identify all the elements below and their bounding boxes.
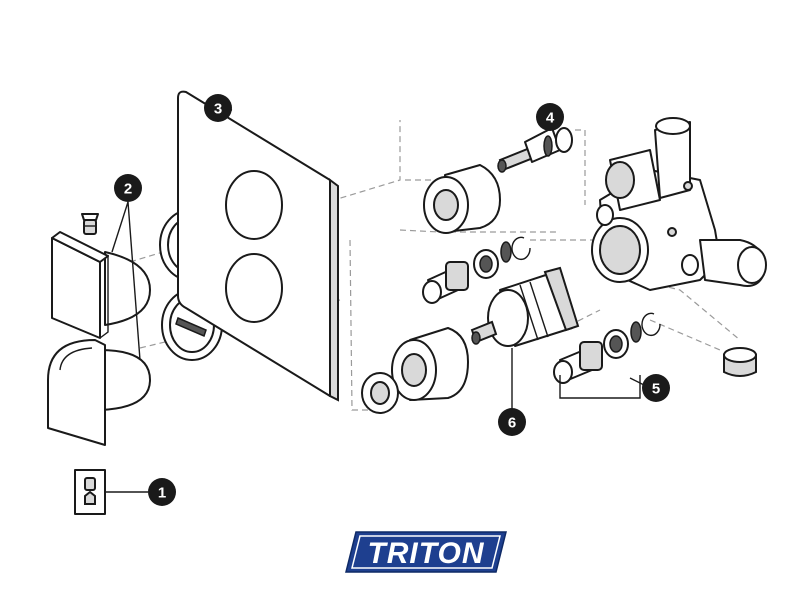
lower-handle: [47, 339, 151, 446]
upper-circlip: [511, 236, 531, 261]
screw-pack: [74, 469, 106, 515]
callout-3-label: 3: [214, 101, 222, 118]
callout-4-label: 4: [546, 110, 555, 127]
callout-2-label: 2: [124, 181, 132, 198]
lower-check-valve-parts: [553, 312, 661, 384]
upper-shroud: [423, 164, 501, 234]
upper-handle: [51, 231, 151, 339]
logo-badge: [345, 531, 507, 573]
control-handles: [47, 213, 151, 446]
callout-1-label: 1: [158, 485, 166, 502]
callout-2: 2: [114, 174, 142, 202]
callout-1: 1: [148, 478, 176, 506]
lower-shroud: [391, 327, 469, 401]
logo-text: TRITON: [367, 537, 484, 570]
callout-6: 6: [498, 408, 526, 436]
screw-small-bottom: [84, 490, 96, 505]
thermostatic-cartridge: [470, 266, 580, 347]
callout-4: 4: [536, 103, 564, 131]
grub-screw-upper: [81, 213, 99, 235]
lower-circlip: [641, 312, 661, 337]
faceplate: [177, 90, 339, 402]
callout-3: 3: [204, 94, 232, 122]
flow-spindle: [497, 127, 573, 173]
faceplate-lower-hole: [225, 253, 283, 323]
callout-5: 5: [642, 374, 670, 402]
faceplate-upper-hole: [225, 170, 283, 240]
valve-body: [591, 117, 767, 291]
upper-check-valve-parts: [422, 236, 531, 304]
triton-logo: TRITON: [345, 531, 507, 573]
callout-5-label: 5: [652, 381, 660, 398]
callout-6-label: 6: [508, 415, 516, 432]
retaining-nut: [361, 372, 399, 414]
screw-small-top: [84, 477, 96, 491]
blanking-plug: [723, 347, 757, 377]
